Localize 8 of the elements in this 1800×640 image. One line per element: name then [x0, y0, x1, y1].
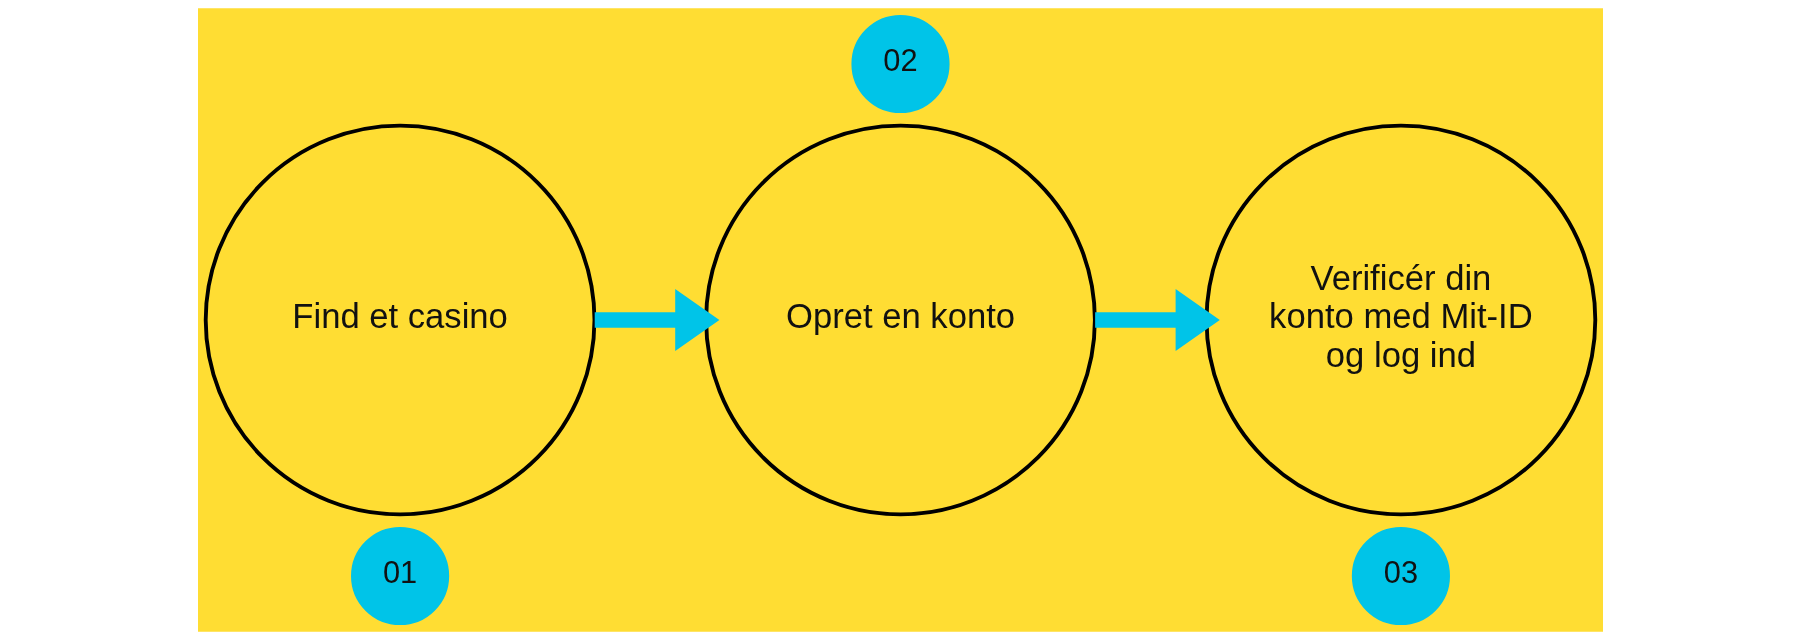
node-circle: Verificér din konto med Mit-ID og log ind — [1204, 123, 1597, 517]
node-circle: Opret en konto — [703, 123, 1097, 517]
arrow — [594, 289, 719, 351]
node-circle: 03 — [1351, 526, 1450, 626]
node-circle: 02 — [850, 14, 950, 114]
arrow — [1094, 289, 1220, 351]
node-circle: Find et casino — [203, 123, 596, 517]
node-circle: 01 — [350, 526, 449, 626]
